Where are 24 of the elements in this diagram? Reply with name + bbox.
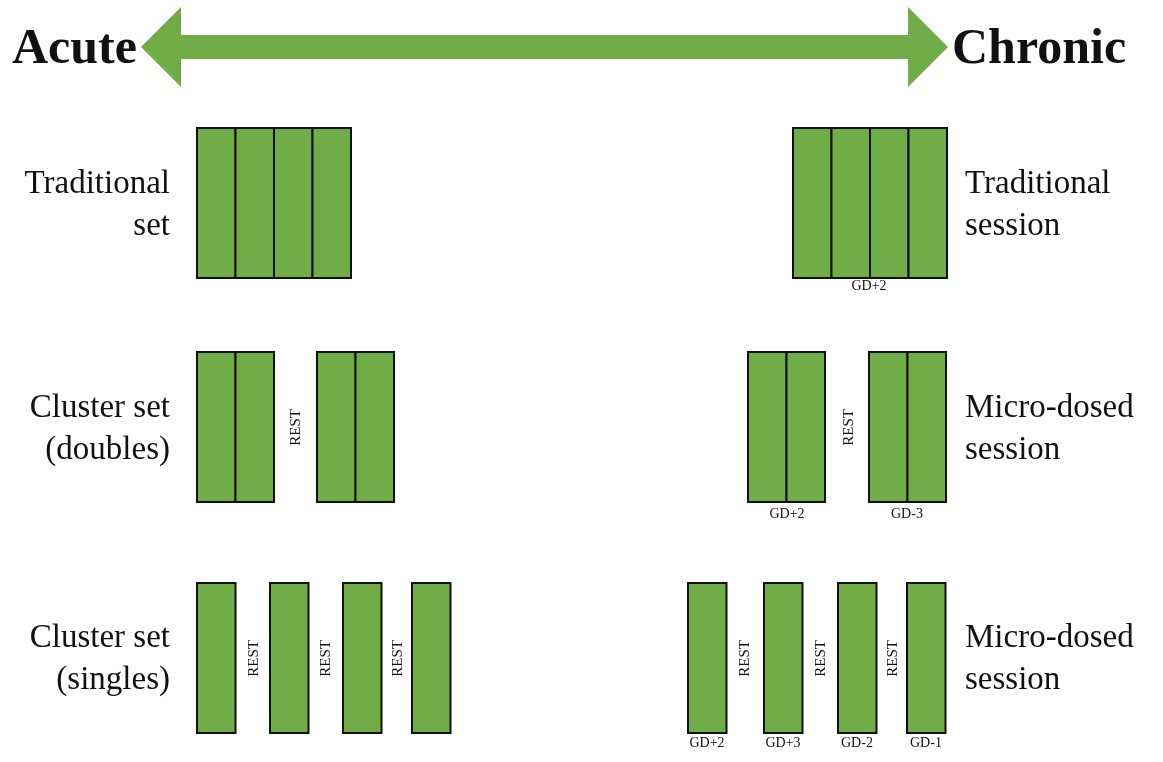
row-label: Micro-dosed session bbox=[965, 617, 1135, 698]
row-label: Cluster set (singles) bbox=[28, 617, 170, 698]
rest-label: REST bbox=[245, 639, 261, 677]
rest-label: REST bbox=[812, 639, 828, 677]
row-label: Micro-dosed session bbox=[965, 387, 1135, 468]
load-label: GD+2 bbox=[689, 735, 725, 751]
row-label: Traditional session bbox=[965, 163, 1112, 244]
row-label: Cluster set (doubles) bbox=[28, 387, 170, 468]
term-label: Acute bbox=[12, 18, 137, 74]
load-label: GD-1 bbox=[910, 735, 942, 751]
load-label: GD-3 bbox=[891, 506, 923, 522]
rest-label: REST bbox=[884, 639, 900, 677]
load-label: GD+3 bbox=[765, 735, 801, 751]
term-label: Chronic bbox=[952, 18, 1127, 74]
rest-label: REST bbox=[287, 408, 303, 446]
rest-label: REST bbox=[840, 408, 856, 446]
row-label: Traditional set bbox=[23, 163, 170, 244]
double-arrow bbox=[141, 7, 948, 87]
load-label: GD-2 bbox=[841, 735, 873, 751]
rest-label: REST bbox=[736, 639, 752, 677]
load-label: GD+2 bbox=[851, 278, 887, 294]
load-label: GD+2 bbox=[769, 506, 805, 522]
rest-label: REST bbox=[389, 639, 405, 677]
rest-label: REST bbox=[317, 639, 333, 677]
